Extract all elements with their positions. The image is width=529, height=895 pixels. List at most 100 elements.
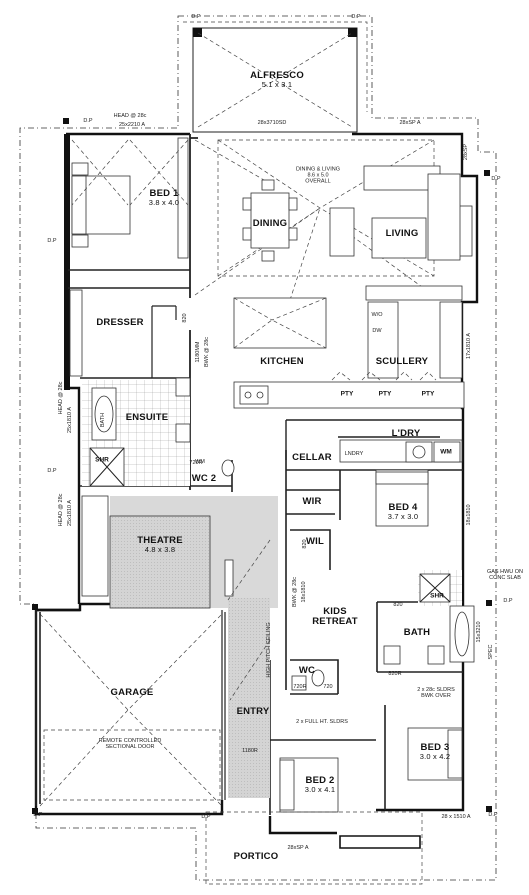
bed2-label: BED 2 3.0 x 4.1 bbox=[305, 776, 336, 794]
sldrs-bed3-line2: BWK OVER bbox=[421, 693, 451, 699]
window-note-top-right: 28xSP A bbox=[399, 120, 421, 127]
door-720-wc: 720 bbox=[323, 684, 333, 691]
dp-note-left: D.P bbox=[83, 118, 93, 125]
wil-label: WIL bbox=[305, 536, 325, 548]
portico-label: PORTICO bbox=[233, 851, 279, 863]
bed3-furniture bbox=[407, 727, 463, 781]
alfresco-area bbox=[192, 27, 358, 133]
ensuite-tiles bbox=[82, 377, 235, 487]
dresser-label: DRESSER bbox=[96, 317, 144, 329]
alfresco-name: ALFRESCO bbox=[250, 70, 304, 82]
high-pitch-ceiling: HIGH PITCH CEILING bbox=[266, 622, 273, 678]
bed2-furniture bbox=[279, 757, 339, 813]
wc-label: WC bbox=[298, 665, 316, 677]
window-note-kids: 18x1810 bbox=[301, 581, 308, 603]
dp-note-left-mid2: D.P bbox=[47, 468, 57, 475]
theatre-name: THEATRE bbox=[137, 535, 183, 547]
wm-small-label: WM bbox=[195, 459, 205, 466]
bed1-size: 3.8 x 4.0 bbox=[148, 198, 180, 208]
door-820-kids: 820 bbox=[302, 539, 309, 549]
kids-retreat-label: KIDS RETREAT bbox=[312, 607, 358, 627]
dp-markers bbox=[32, 118, 492, 814]
dresser-fixtures bbox=[69, 289, 83, 377]
dining-living-line3: OVERALL bbox=[305, 177, 331, 184]
gas-hwu-line1: GAS HWU ON bbox=[486, 569, 524, 576]
cellar-label: CELLAR bbox=[292, 452, 332, 464]
bed2-size: 3.0 x 4.1 bbox=[304, 785, 336, 795]
dining-living-line1: DINING & LIVING bbox=[295, 166, 341, 173]
pty2-label: PTY bbox=[378, 390, 392, 398]
roof-outline bbox=[19, 15, 497, 881]
wo-label: W/O bbox=[371, 312, 383, 319]
head-note-top: HEAD @ 28c bbox=[113, 113, 147, 120]
door-1180r-entry: 1180R bbox=[242, 748, 258, 755]
window-note-scullery: 17x1810 A bbox=[466, 333, 473, 359]
head-note-left1: HEAD @ 28c bbox=[58, 381, 65, 415]
window-note-bed3-bottom: 28 x 1510 A bbox=[441, 814, 471, 821]
entry-label: ENTRY bbox=[236, 706, 270, 718]
pty1-label: PTY bbox=[340, 390, 354, 398]
bed3-size: 3.0 x 4.2 bbox=[419, 752, 451, 762]
kids-retreat-line2: RETREAT bbox=[312, 616, 358, 627]
kids-retreat-line1: KIDS bbox=[323, 606, 347, 618]
window-note-bath: 15x3210 bbox=[476, 621, 483, 643]
bath-tub-label: BATH bbox=[100, 412, 107, 428]
lndry-label: LNDRY bbox=[344, 451, 364, 458]
dp-note-bottom-left: D.P bbox=[33, 812, 43, 819]
alfresco-label: ALFRESCO 5.1 x 3.1 bbox=[250, 71, 304, 89]
laundry-fixtures bbox=[339, 439, 463, 463]
bed1-name: BED 1 bbox=[149, 188, 179, 200]
window-note-portico: 28xSP A bbox=[287, 845, 309, 852]
dp-note-right-mid: D.P bbox=[503, 598, 513, 605]
dp-note-top-right: D.P bbox=[351, 14, 361, 21]
dp-note-top: D.P bbox=[191, 14, 201, 21]
shr-ensuite-label: SHR bbox=[95, 456, 109, 464]
wm-label: WM bbox=[440, 448, 452, 456]
bwk-note-kids: BWK @ 28c bbox=[292, 576, 299, 608]
living-label: LIVING bbox=[385, 228, 419, 240]
window-note-living: 28x3710SD bbox=[257, 120, 287, 127]
bed1-furniture bbox=[71, 137, 189, 259]
window-note-right-living: 28xSP bbox=[463, 143, 470, 161]
entry-area bbox=[227, 539, 271, 798]
theatre-label: THEATRE 4.8 x 3.8 bbox=[137, 536, 183, 554]
door-720r-wc: 720R bbox=[293, 684, 307, 691]
bed4-size: 3.7 x 3.0 bbox=[387, 512, 419, 522]
bed4-name: BED 4 bbox=[388, 502, 418, 514]
remote-door-note: REMOTE CONTROLLED SECTIONAL DOOR bbox=[99, 738, 162, 751]
door-720r-wc2: 720R bbox=[189, 460, 203, 467]
kitchen-fixtures bbox=[233, 285, 465, 409]
pty3-label: PTY bbox=[421, 390, 435, 398]
spec-note: SPEC bbox=[488, 644, 495, 660]
sldrs-note-bed3: 2 x 28c SLDRS BWK OVER bbox=[417, 687, 455, 700]
wc2-label: WC 2 bbox=[191, 473, 217, 485]
dp-note-right: D.P bbox=[491, 176, 501, 183]
bed1-label: BED 1 3.8 x 4.0 bbox=[149, 189, 180, 207]
alfresco-size: 5.1 x 3.1 bbox=[261, 80, 293, 90]
door-1180mm: 1180MM bbox=[195, 341, 202, 363]
window-note-bed4: 18x1810 bbox=[466, 504, 473, 526]
shr-bath-label: SHR bbox=[430, 592, 444, 600]
dp-note-left-mid: D.P bbox=[47, 238, 57, 245]
remote-line2: SECTIONAL DOOR bbox=[105, 744, 155, 750]
bed4-label: BED 4 3.7 x 3.0 bbox=[388, 503, 419, 521]
sldrs-note-bed2: 2 x FULL HT. SLDRS bbox=[296, 719, 348, 726]
dw-label: DW bbox=[372, 328, 382, 335]
window-note-bed1: 25x2210 A bbox=[119, 122, 145, 129]
door-820-dresser: 820 bbox=[182, 313, 189, 323]
bwk-note-kitchen: BWK @ 28c bbox=[204, 336, 211, 368]
ldry-label: L'DRY bbox=[391, 428, 421, 440]
dining-label: DINING bbox=[252, 218, 288, 230]
kitchen-label: KITCHEN bbox=[260, 356, 304, 368]
theatre-size: 4.8 x 3.8 bbox=[144, 545, 176, 555]
portico-area bbox=[205, 811, 423, 885]
bed3-name: BED 3 bbox=[420, 742, 450, 754]
garage-area bbox=[35, 610, 223, 807]
door-820r-bed3: 820R bbox=[388, 671, 402, 678]
gas-hwu-line2: CONC SLAB bbox=[489, 575, 521, 581]
dp-note-bottom-right: D.P bbox=[488, 812, 498, 819]
garage-label: GARAGE bbox=[110, 687, 154, 699]
bed4-furniture bbox=[375, 469, 429, 527]
dining-living-furniture bbox=[242, 165, 473, 262]
